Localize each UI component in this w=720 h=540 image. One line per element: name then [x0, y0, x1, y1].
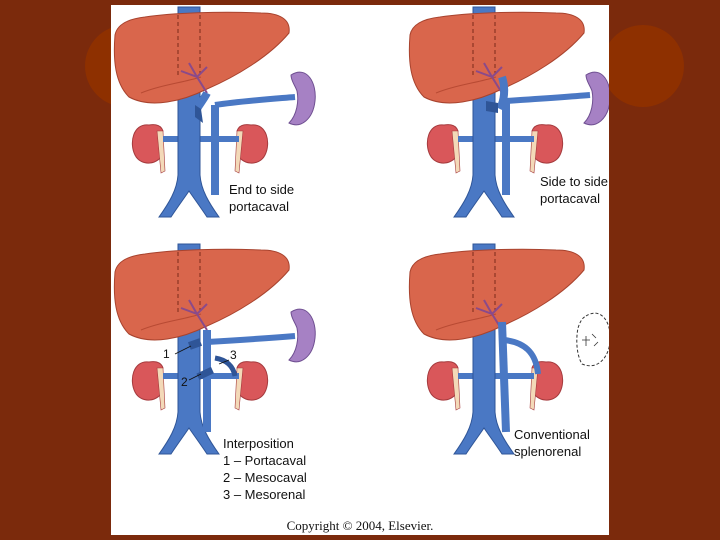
marker-3: 3 [230, 348, 237, 362]
label-line: Conventional [514, 427, 590, 442]
label-line: portacaval [229, 199, 289, 214]
panel-interposition [114, 244, 316, 454]
label-interposition: Interposition 1 – Portacaval 2 – Mesocav… [223, 435, 307, 503]
slide: End to side portacaval Side to side port… [111, 5, 609, 535]
decorative-circle-right [602, 25, 684, 107]
label-end-to-side: End to side portacaval [229, 181, 294, 215]
marker-2: 2 [181, 375, 188, 389]
panel-side-to-side [409, 7, 609, 217]
label-line: Interposition [223, 436, 294, 451]
label-line: 2 – Mesocaval [223, 470, 307, 485]
copyright-notice: Copyright © 2004, Elsevier. [286, 518, 434, 533]
label-splenorenal: Conventional splenorenal [514, 426, 590, 460]
label-line: 3 – Mesorenal [223, 487, 306, 502]
label-line: 1 – Portacaval [223, 453, 307, 468]
panel-end-to-side [114, 7, 316, 217]
label-line: Side to side [540, 174, 608, 189]
label-line: splenorenal [514, 444, 582, 459]
label-side-to-side: Side to side portacaval [540, 173, 608, 207]
label-line: portacaval [540, 191, 600, 206]
label-line: End to side [229, 182, 295, 197]
shunt-diagram [111, 5, 609, 535]
panel-splenorenal [409, 244, 609, 454]
marker-1: 1 [163, 347, 170, 361]
